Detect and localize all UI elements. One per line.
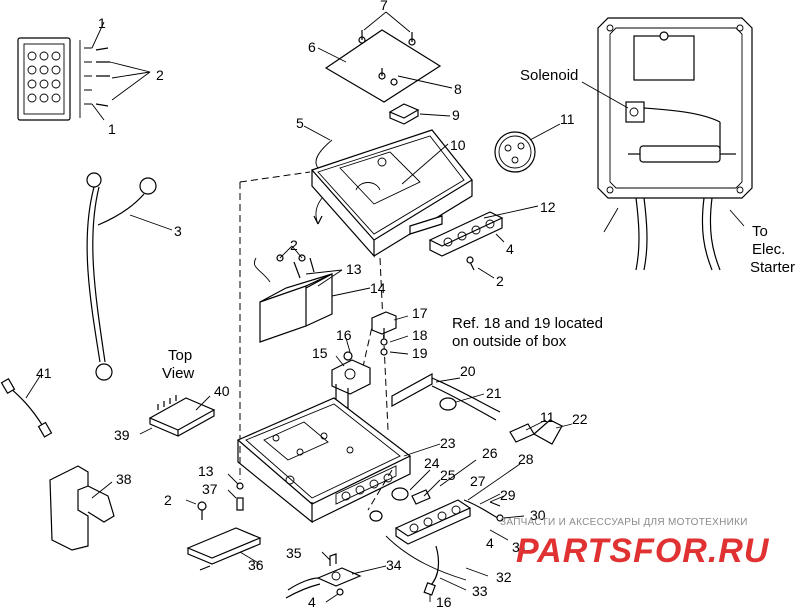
starter-terminal — [285, 551, 387, 603]
callout-32: 32 — [496, 569, 512, 585]
starter-label: Starter — [750, 259, 795, 276]
terminal-block — [139, 395, 216, 437]
callout-13-lower: 13 — [198, 463, 214, 479]
lower-connector-plate — [369, 459, 525, 545]
callout-26: 26 — [482, 445, 498, 461]
solenoid-label: Solenoid — [520, 67, 578, 84]
callout-28: 28 — [518, 451, 534, 467]
dashed-leader-lines — [239, 171, 393, 511]
to-label: To — [752, 223, 768, 240]
callout-12: 12 — [540, 199, 556, 215]
callout-24: 24 — [424, 455, 440, 471]
callout-10: 10 — [450, 137, 466, 153]
lower-bracket — [185, 473, 262, 571]
callout-5: 5 — [296, 115, 304, 131]
note-line-1: Ref. 18 and 19 located — [452, 315, 603, 332]
callout-4-upper: 4 — [506, 241, 514, 257]
callout-15: 15 — [312, 345, 328, 361]
watermark-logo: PARTSFOR.RU — [516, 532, 770, 570]
callout-19: 19 — [412, 345, 428, 361]
battery-cable — [86, 172, 173, 381]
callout-16-relay: 16 — [336, 327, 352, 343]
callout-34: 34 — [386, 557, 402, 573]
callout-41: 41 — [36, 365, 52, 381]
callout-17: 17 — [412, 305, 428, 321]
callout-3: 3 — [174, 223, 182, 239]
fuse-holder — [388, 103, 451, 125]
view-label: View — [162, 365, 194, 382]
callout-4-terminal: 4 — [308, 594, 316, 609]
cover-plate — [317, 11, 453, 103]
relay-module — [254, 245, 371, 343]
connector-block-detail — [17, 21, 151, 121]
lower-wires — [385, 535, 489, 602]
callout-36: 36 — [248, 557, 264, 573]
callout-18: 18 — [412, 327, 428, 343]
callout-2-relay: 2 — [290, 237, 298, 253]
connector-boot — [509, 419, 573, 445]
round-connector — [494, 123, 561, 173]
callout-27: 27 — [470, 473, 486, 489]
top-label: Top — [168, 347, 192, 364]
lower-box — [236, 397, 441, 524]
callout-29: 29 — [500, 487, 516, 503]
callout-1-top: 1 — [98, 15, 106, 31]
callout-40: 40 — [214, 383, 230, 399]
callout-31: 31 — [512, 539, 528, 555]
callout-2-plate: 2 — [496, 273, 504, 289]
callout-6: 6 — [308, 39, 316, 55]
callout-22: 22 — [572, 411, 588, 427]
callout-38: 38 — [116, 471, 132, 487]
callout-11-lower: 11 — [540, 409, 555, 425]
callout-23: 23 — [440, 435, 456, 451]
callout-30: 30 — [530, 507, 546, 523]
callout-8: 8 — [454, 81, 462, 97]
callout-39: 39 — [114, 427, 130, 443]
callout-16-wire: 16 — [436, 594, 452, 609]
callout-9: 9 — [452, 107, 460, 123]
text-labels: Solenoid To Elec. Starter Top View Ref. … — [162, 67, 795, 382]
watermark-text: ЗАПЧАСТИ И АКСЕССУАРЫ ДЛЯ МОТОТЕХНИКИ — [500, 517, 748, 528]
callout-33: 33 — [472, 583, 488, 599]
elec-label: Elec. — [752, 241, 785, 258]
jumper-wire — [0, 375, 53, 438]
callout-2-connector: 2 — [156, 67, 164, 83]
watermark: ЗАПЧАСТИ И АКСЕССУАРЫ ДЛЯ МОТОТЕХНИКИ PA… — [500, 517, 770, 570]
callout-13-relay: 13 — [346, 261, 362, 277]
callout-4-lower: 4 — [486, 535, 494, 551]
callout-numbers: 1 1 2 3 2 13 14 7 6 8 9 5 10 11 12 4 2 1… — [36, 0, 588, 610]
callout-1-bottom: 1 — [108, 121, 116, 137]
callout-25: 25 — [440, 467, 456, 483]
callout-11-upper: 11 — [560, 111, 575, 127]
note-line-2: on outside of box — [452, 333, 567, 350]
relay-parts — [331, 311, 409, 409]
upper-box — [303, 125, 473, 258]
mounting-bracket — [49, 465, 115, 551]
callout-7: 7 — [380, 0, 388, 13]
callout-37: 37 — [202, 481, 218, 497]
callout-35: 35 — [286, 545, 302, 561]
cable-harness — [391, 372, 501, 421]
callout-21: 21 — [486, 385, 502, 401]
callout-20: 20 — [460, 363, 476, 379]
callout-14: 14 — [370, 280, 386, 296]
callout-2-lower: 2 — [164, 492, 172, 508]
upper-connector-plate — [428, 205, 539, 279]
solenoid-assembly — [581, 17, 753, 271]
